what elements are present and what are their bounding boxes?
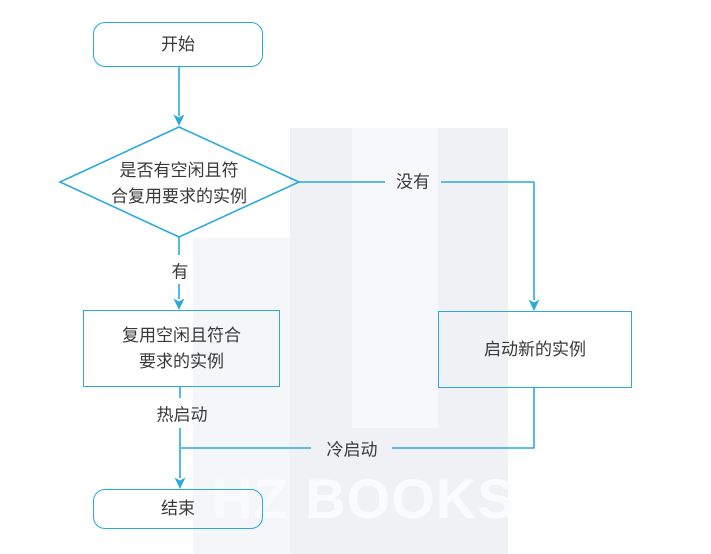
launch-new-instance-node: 启动新的实例 <box>438 311 632 388</box>
decision-node-label: 是否有空闲且符 合复用要求的实例 <box>111 161 247 207</box>
edge-label-yes: 有 <box>171 262 189 282</box>
arrowhead-into-decision <box>173 114 185 126</box>
edge-label-warm-start: 热启动 <box>156 405 208 425</box>
end-node: 结束 <box>93 489 263 529</box>
reuse-instance-node-label: 复用空闲且符合 要求的实例 <box>122 326 241 371</box>
connector-cold-right-segment <box>392 388 535 449</box>
arrowhead-into-end <box>174 477 186 489</box>
reuse-instance-node: 复用空闲且符合 要求的实例 <box>83 310 280 387</box>
end-node-label: 结束 <box>161 499 195 519</box>
start-node: 开始 <box>93 22 263 67</box>
arrowhead-into-reuse <box>173 298 185 310</box>
arrowhead-into-launch-new <box>528 299 540 311</box>
launch-new-instance-node-label: 启动新的实例 <box>484 339 586 359</box>
start-node-label: 开始 <box>161 34 195 54</box>
edge-label-cold-start: 冷启动 <box>326 440 378 460</box>
edge-label-no: 没有 <box>396 172 430 192</box>
